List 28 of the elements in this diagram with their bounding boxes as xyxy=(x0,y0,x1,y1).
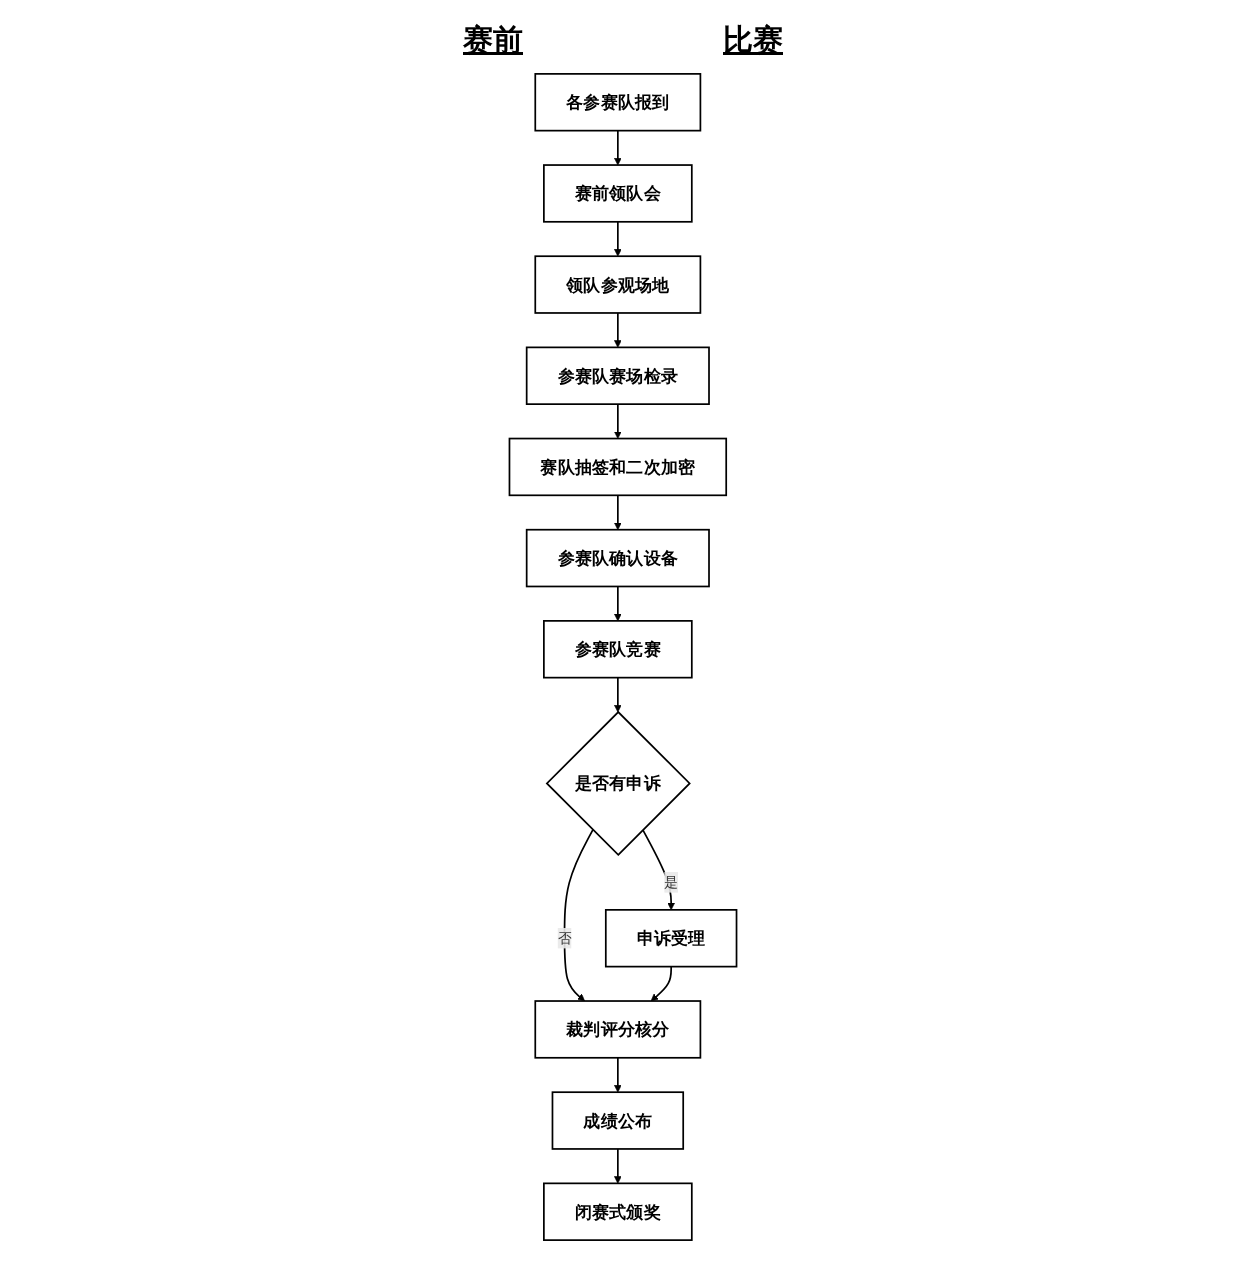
node-diamond: 是否有申诉 xyxy=(545,710,691,857)
node-box: 参赛队竞赛 xyxy=(543,620,693,679)
node-box: 赛前领队会 xyxy=(543,164,693,223)
arrow xyxy=(614,1148,622,1184)
node-box: 赛队抽签和二次加密 xyxy=(508,437,728,497)
arrow xyxy=(614,494,622,531)
column-heading: 比赛 xyxy=(723,21,783,59)
arrow xyxy=(614,585,622,622)
arrow xyxy=(650,965,672,1002)
arrow xyxy=(614,220,622,257)
node-box: 领队参观场地 xyxy=(534,255,702,314)
edge-label: 是 xyxy=(664,873,679,891)
arrow xyxy=(563,828,594,1002)
node-box: 闭赛式颁奖 xyxy=(543,1182,693,1241)
node-box: 参赛队确认设备 xyxy=(525,528,710,588)
node-box: 各参赛队报到 xyxy=(534,73,702,132)
node-box: 裁判评分核分 xyxy=(534,1000,702,1059)
arrow xyxy=(614,403,622,439)
arrow xyxy=(614,1056,622,1093)
arrow xyxy=(614,676,622,713)
node-box: 参赛队赛场检录 xyxy=(525,346,710,405)
edge-label: 否 xyxy=(557,929,572,946)
arrow xyxy=(614,129,622,166)
node-box: 申诉受理 xyxy=(604,909,738,968)
column-heading: 赛前 xyxy=(463,21,523,59)
arrow xyxy=(642,828,675,911)
arrow xyxy=(614,312,622,348)
node-box: 成绩公布 xyxy=(551,1091,685,1150)
